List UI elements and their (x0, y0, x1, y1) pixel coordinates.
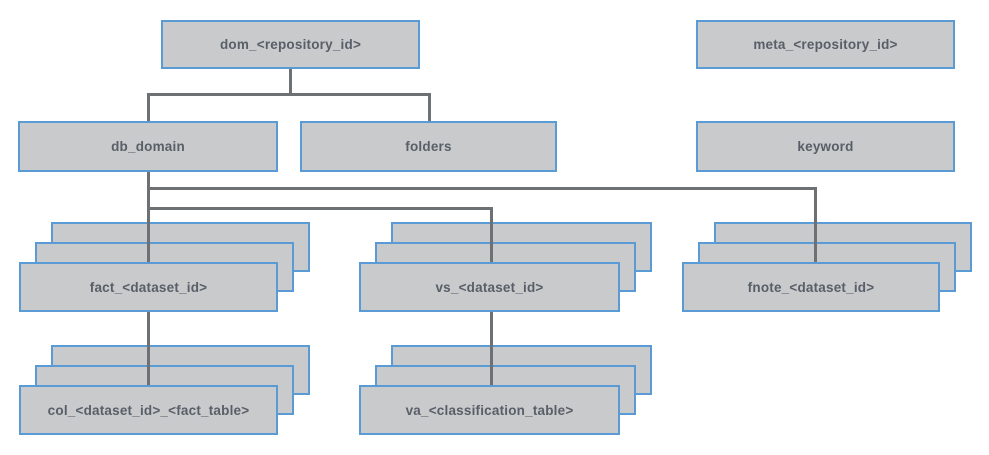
connector-fact-col (147, 312, 150, 385)
connector-to-folders (428, 93, 431, 121)
connector-to-fnote (814, 187, 817, 262)
node-fact-dataset: fact_<dataset_id> (19, 262, 278, 312)
node-fnote-dataset: fnote_<dataset_id> (682, 262, 940, 312)
node-col-dataset-fact: col_<dataset_id>_<fact_table> (19, 385, 278, 435)
connector-dbdomain-fact (147, 172, 150, 262)
connector-dom-down (289, 69, 292, 96)
connector-branch-row2 (147, 93, 431, 96)
connector-branch-vs (147, 207, 493, 210)
node-va-classification: va_<classification_table> (359, 385, 620, 435)
connector-vs-va (490, 312, 493, 385)
connector-to-db-domain (147, 93, 150, 121)
node-vs-dataset: vs_<dataset_id> (359, 262, 620, 312)
node-keyword: keyword (696, 121, 955, 172)
connector-branch-fnote (147, 187, 817, 190)
connector-to-vs (490, 207, 493, 262)
node-meta-repository: meta_<repository_id> (696, 20, 955, 69)
node-db-domain: db_domain (18, 121, 278, 172)
node-dom-repository: dom_<repository_id> (161, 20, 420, 69)
node-folders: folders (300, 121, 557, 172)
